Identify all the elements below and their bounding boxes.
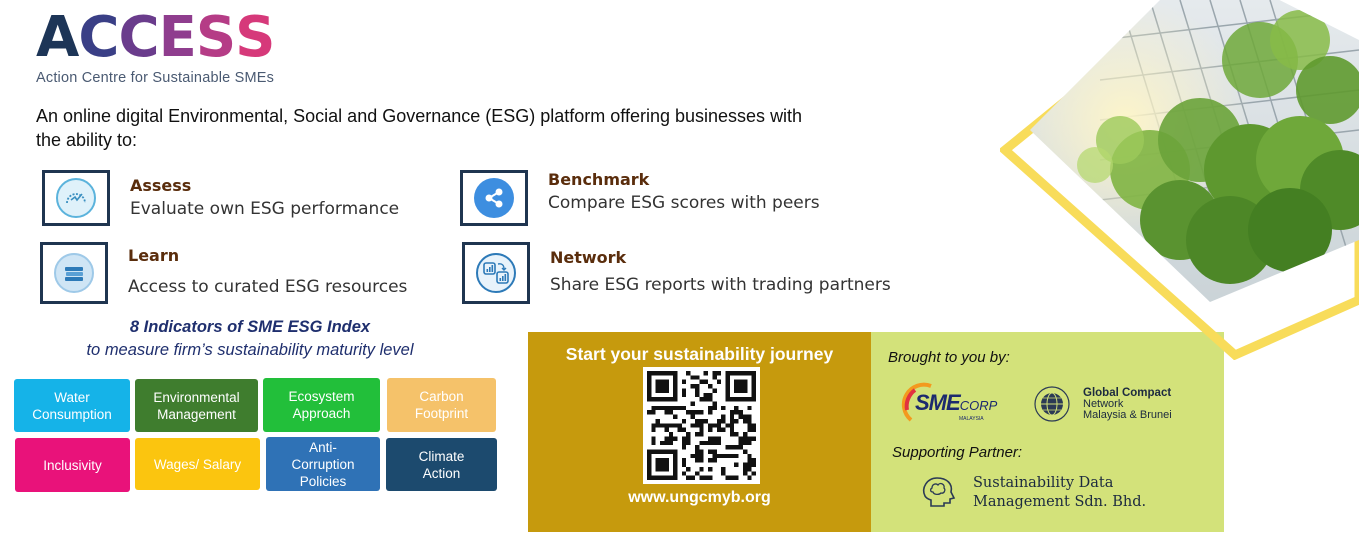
feature-description: Evaluate own ESG performance bbox=[130, 199, 400, 219]
feature-title: Assess bbox=[130, 176, 192, 195]
logo-letter: C bbox=[118, 5, 159, 70]
gc-line1: Global Compact bbox=[1083, 386, 1172, 399]
indicators-heading: 8 Indicators of SME ESG Index to measure… bbox=[0, 318, 500, 360]
smecorp-logo: SMECORP MALAYSIA bbox=[901, 380, 1013, 430]
cta-panel: Start your sustainability journey www.un… bbox=[528, 332, 871, 532]
feature-assess: Assess Evaluate own ESG performance bbox=[42, 170, 399, 226]
indicator-tile-water: Water Consumption bbox=[14, 379, 130, 432]
report-exchange-icon bbox=[476, 253, 516, 293]
indicators-subtitle: to measure firm’s sustainability maturit… bbox=[86, 341, 414, 359]
indicator-tile-climate: Climate Action bbox=[386, 438, 497, 491]
feature-title: Network bbox=[550, 248, 627, 267]
sdm-logo: Sustainability Data Management Sdn. Bhd. bbox=[919, 474, 1146, 512]
supporting-partner-label: Supporting Partner: bbox=[892, 444, 1023, 461]
feature-title: Learn bbox=[128, 246, 180, 265]
feature-icon-frame bbox=[462, 242, 530, 304]
qr-code-icon[interactable] bbox=[643, 367, 760, 484]
feature-icon-frame bbox=[460, 170, 528, 226]
feature-description: Share ESG reports with trading partners bbox=[550, 275, 891, 295]
logo-tagline: Action Centre for Sustainable SMEs bbox=[36, 70, 275, 86]
indicator-tile-environmental: Environmental Management bbox=[135, 379, 258, 432]
access-logo: A C C E S S Action Centre for Sustainabl… bbox=[36, 8, 336, 87]
gauge-icon bbox=[56, 178, 96, 218]
share-icon bbox=[474, 178, 514, 218]
partners-panel: Brought to you by: SMECORP MALAYSIA Glob… bbox=[871, 332, 1224, 532]
indicator-tile-wages: Wages/ Salary bbox=[135, 438, 260, 490]
cta-title: Start your sustainability journey bbox=[565, 344, 834, 364]
feature-icon-frame bbox=[42, 170, 110, 226]
indicators-title: 8 Indicators of SME ESG Index bbox=[129, 318, 371, 336]
feature-description: Compare ESG scores with peers bbox=[548, 193, 820, 213]
global-compact-logo: Global Compact Network Malaysia & Brunei bbox=[1029, 384, 1172, 424]
cta-url-link[interactable]: www.ungcmyb.org bbox=[628, 489, 771, 506]
gc-line2: Network bbox=[1083, 397, 1124, 410]
feature-benchmark: Benchmark Compare ESG scores with peers bbox=[460, 170, 820, 226]
indicator-tile-inclusivity: Inclusivity bbox=[15, 438, 130, 492]
gc-line3: Malaysia & Brunei bbox=[1083, 408, 1172, 421]
smecorp-country: MALAYSIA bbox=[959, 416, 984, 422]
logo-letter: S bbox=[195, 5, 236, 70]
logo-wordmark: A C C E S S bbox=[36, 8, 336, 68]
sdm-line1: Sustainability Data bbox=[973, 475, 1114, 491]
indicator-tile-anti-corruption: Anti-Corruption Policies bbox=[266, 437, 380, 491]
un-globe-icon bbox=[1034, 386, 1070, 422]
feature-learn: Learn Access to curated ESG resources bbox=[40, 242, 407, 304]
feature-title: Benchmark bbox=[548, 170, 650, 189]
building-trees-image bbox=[1000, 0, 1359, 360]
smecorp-suffix: CORP bbox=[959, 398, 998, 413]
brain-head-icon bbox=[922, 477, 956, 507]
brought-to-you-label: Brought to you by: bbox=[888, 349, 1010, 366]
logo-letter: E bbox=[158, 5, 197, 70]
feature-icon-frame bbox=[40, 242, 108, 304]
smecorp-name: SME bbox=[915, 390, 961, 415]
logo-letter: A bbox=[36, 5, 79, 70]
feature-description: Access to curated ESG resources bbox=[128, 277, 408, 297]
intro-text: An online digital Environmental, Social … bbox=[36, 106, 803, 150]
books-icon bbox=[54, 253, 94, 293]
indicator-tile-ecosystem: Ecosystem Approach bbox=[263, 378, 380, 432]
smecorp-swirl-icon bbox=[901, 382, 932, 422]
logo-letter: S bbox=[235, 5, 275, 70]
indicator-tile-carbon: Carbon Footprint bbox=[387, 378, 496, 432]
feature-network: Network Share ESG reports with trading p… bbox=[462, 242, 891, 304]
sdm-line2: Management Sdn. Bhd. bbox=[973, 494, 1147, 510]
logo-letter: C bbox=[78, 5, 119, 70]
